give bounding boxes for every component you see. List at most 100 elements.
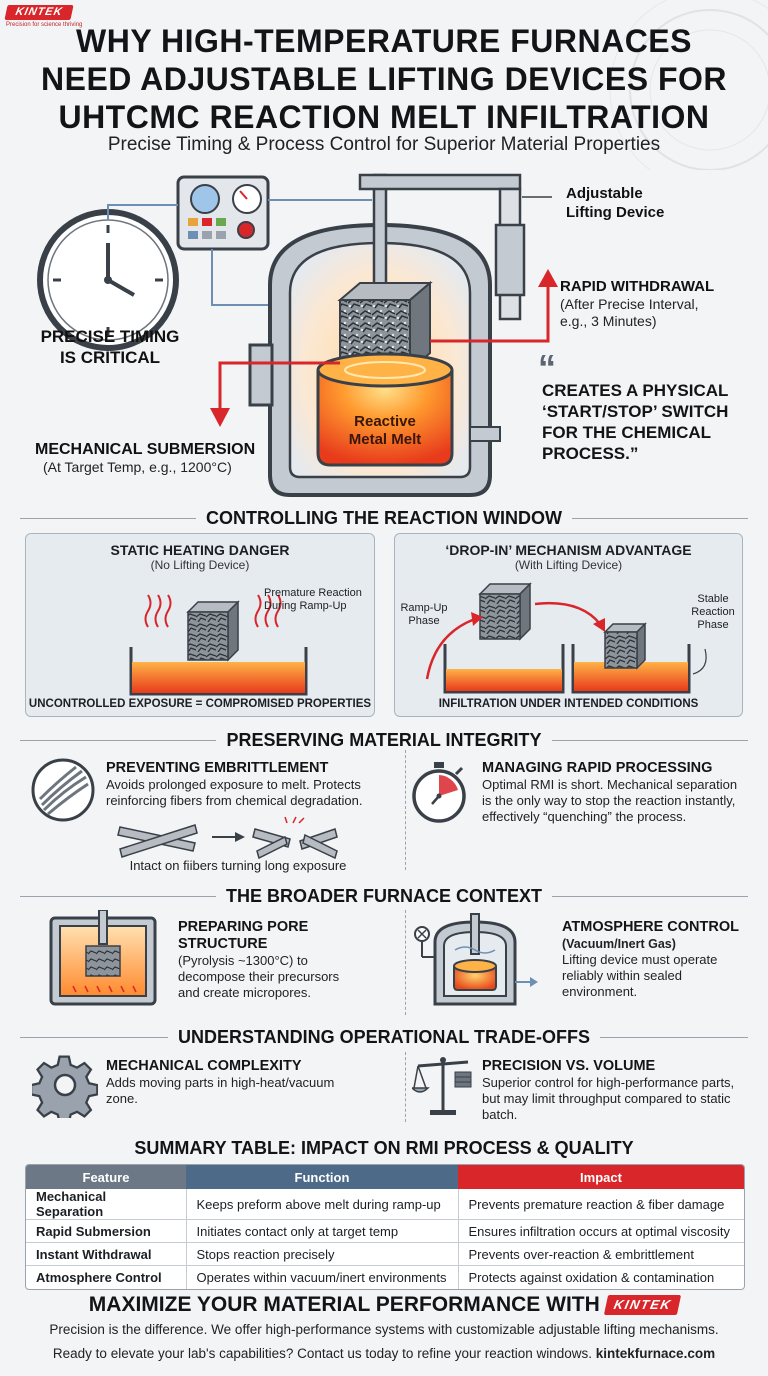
cell-function: Keeps preform above melt during ramp-up	[185, 1189, 458, 1220]
summary-table: Feature Function Impact Mechanical Separ…	[25, 1164, 745, 1290]
header-impact: Impact	[458, 1165, 744, 1189]
section4-divider	[405, 1052, 407, 1122]
melt-line-1: Reactive	[354, 413, 416, 430]
rapid-withdrawal-detail-2: e.g., 3 Minutes)	[560, 313, 657, 329]
cell-feature: Instant Withdrawal	[26, 1242, 186, 1266]
atmosphere-text-2: reliably within sealed	[562, 968, 682, 983]
stable-phase-label: Stable Reaction Phase	[683, 593, 743, 632]
cell-impact: Ensures infiltration occurs at optimal v…	[457, 1219, 744, 1243]
logo-text: KINTEK	[14, 6, 64, 18]
table-row: Mechanical Separation Keeps preform abov…	[26, 1189, 744, 1220]
main-title: WHY HIGH-TEMPERATURE FURNACES NEED ADJUS…	[0, 22, 768, 136]
fiber-bundle-icon	[31, 758, 95, 822]
lifting-device-label: Adjustable Lifting Device	[566, 184, 664, 222]
quote-line-3: FOR THE CHEMICAL	[542, 423, 712, 442]
quote-line-4: PROCESS.”	[542, 444, 639, 463]
vacuum-chamber-icon	[414, 913, 538, 1006]
summary-table-title: SUMMARY TABLE: IMPACT ON RMI PROCESS & Q…	[134, 1138, 634, 1158]
section-reaction-window-header: CONTROLLING THE REACTION WINDOW	[20, 506, 748, 530]
table-row: Rapid Submersion Initiates contact only …	[26, 1219, 744, 1243]
drop-in-title: ‘DROP-IN’ MECHANISM ADVANTAGE	[445, 542, 692, 558]
cta-line-1: Precision is the difference. We offer hi…	[49, 1322, 719, 1337]
drop-in-footer: INFILTRATION UNDER INTENDED CONDITIONS	[438, 698, 699, 710]
cell-feature: Rapid Submersion	[26, 1219, 186, 1243]
website-link[interactable]: kintekfurnace.com	[595, 1346, 716, 1361]
complexity-title: MECHANICAL COMPLEXITY	[106, 1058, 302, 1074]
melt-label: Reactive Metal Melt	[330, 413, 440, 449]
gear-icon	[32, 1055, 98, 1118]
table-row: Instant Withdrawal Stops reaction precis…	[26, 1242, 744, 1266]
cell-feature: Mechanical Separation	[26, 1189, 186, 1220]
precision-volume-title: PRECISION VS. VOLUME	[482, 1058, 656, 1074]
quote-line-1: CREATES A PHYSICAL	[542, 381, 729, 400]
rapid-processing-title: MANAGING RAPID PROCESSING	[482, 760, 713, 776]
complexity-block: MECHANICAL COMPLEXITY Adds moving parts …	[106, 1058, 396, 1107]
section4-title: UNDERSTANDING OPERATIONAL TRADE-OFFS	[178, 1026, 590, 1047]
precision-volume-text-3: batch.	[482, 1107, 518, 1122]
embrittlement-text-2: reinforcing fibers from chemical degrada…	[106, 793, 363, 808]
ramp-up-label: Ramp-Up Phase	[399, 602, 449, 628]
complexity-text-2: zone.	[106, 1091, 138, 1106]
rapid-withdrawal-detail-1: (After Precise Interval,	[560, 296, 699, 312]
section3-divider	[405, 910, 407, 1015]
static-heating-title: STATIC HEATING DANGER	[110, 542, 290, 558]
cell-function: Initiates contact only at target temp	[185, 1219, 458, 1243]
subtitle: Precise Timing & Process Control for Sup…	[107, 134, 661, 155]
precision-volume-text-2: but may limit throughput compared to sta…	[482, 1091, 731, 1106]
kintek-logo[interactable]: KINTEK	[4, 5, 74, 20]
pyrolysis-furnace-icon	[49, 910, 157, 1006]
stable-line-1: Stable	[697, 593, 729, 605]
section2-divider	[405, 750, 407, 870]
cell-impact: Prevents over-reaction & embrittlement	[457, 1242, 744, 1266]
cell-function: Operates within vacuum/inert environment…	[185, 1265, 458, 1289]
atmosphere-text-3: environment.	[562, 984, 638, 999]
table-row: Atmosphere Control Operates within vacuu…	[26, 1265, 744, 1289]
quote-mark: “	[538, 347, 556, 388]
balance-scale-icon	[412, 1057, 472, 1115]
melt-crucible	[316, 352, 454, 467]
embrittlement-title: PREVENTING EMBRITTLEMENT	[106, 760, 329, 776]
complexity-text-1: Adds moving parts in high-heat/vacuum	[106, 1075, 335, 1090]
cta-line-2-text: Ready to elevate your lab's capabilities…	[52, 1346, 596, 1361]
melt-line-2: Metal Melt	[348, 431, 422, 448]
atmosphere-title: ATMOSPHERE CONTROL	[562, 919, 739, 935]
cell-feature: Atmosphere Control	[36, 1269, 162, 1285]
stable-line-3: Phase	[697, 619, 729, 631]
static-heating-illustration	[129, 594, 308, 696]
section2-title: PRESERVING MATERIAL INTEGRITY	[226, 729, 542, 750]
precision-volume-text-1: Superior control for high-performance pa…	[482, 1075, 735, 1090]
rapid-processing-block: MANAGING RAPID PROCESSING Optimal RMI is…	[482, 760, 752, 825]
precision-volume-block: PRECISION VS. VOLUME Superior control fo…	[482, 1058, 762, 1123]
rapid-processing-text-3: effectively “quenching” the process.	[482, 809, 687, 824]
rapid-processing-text-1: Optimal RMI is short. Mechanical separat…	[482, 777, 738, 792]
ramp-line-1: Ramp-Up	[400, 602, 448, 614]
lifting-device-line-1: Adjustable	[566, 185, 643, 202]
pore-text-1: (Pyrolysis ~1300°C) to	[178, 953, 308, 968]
section-tradeoffs-header: UNDERSTANDING OPERATIONAL TRADE-OFFS	[20, 1025, 748, 1049]
timing-line-1: PRECISE TIMING	[40, 327, 180, 346]
pore-title-2: STRUCTURE	[178, 936, 268, 952]
clock-icon	[37, 209, 179, 351]
furnace-diagram	[37, 173, 558, 497]
drop-in-illustration	[425, 582, 707, 694]
drop-in-panel: ‘DROP-IN’ MECHANISM ADVANTAGE (With Lift…	[394, 533, 743, 717]
note-line-2: During Ramp-Up	[264, 600, 347, 612]
timing-line-2: IS CRITICAL	[59, 348, 161, 367]
atmosphere-subtitle: (Vacuum/Inert Gas)	[562, 937, 676, 951]
section-integrity-header: PRESERVING MATERIAL INTEGRITY	[20, 728, 749, 752]
static-heating-footer: UNCONTROLLED EXPOSURE = COMPROMISED PROP…	[28, 698, 372, 710]
precise-timing-label: PRECISE TIMING IS CRITICAL	[25, 326, 195, 368]
pore-text-3: and create micropores.	[178, 985, 311, 1000]
submersion-title: MECHANICAL SUBMERSION	[35, 441, 256, 458]
header-feature: Feature	[26, 1165, 186, 1189]
cta-title-text: MAXIMIZE YOUR MATERIAL PERFORMANCE WITH	[88, 1293, 600, 1316]
section1-title: CONTROLLING THE REACTION WINDOW	[206, 507, 562, 528]
submersion-label: MECHANICAL SUBMERSION (At Target Temp, e…	[35, 440, 255, 476]
cta-line-2: Ready to elevate your lab's capabilities…	[0, 1346, 768, 1361]
cta-kintek-logo[interactable]: KINTEK	[603, 1295, 682, 1316]
cell-impact: Protects against oxidation & contaminati…	[457, 1265, 744, 1289]
quote-text: CREATES A PHYSICAL ‘START/STOP’ SWITCH F…	[542, 380, 728, 464]
fiber-damage-illustration	[117, 816, 338, 859]
embrittlement-block: PREVENTING EMBRITTLEMENT Avoids prolonge…	[106, 760, 396, 809]
